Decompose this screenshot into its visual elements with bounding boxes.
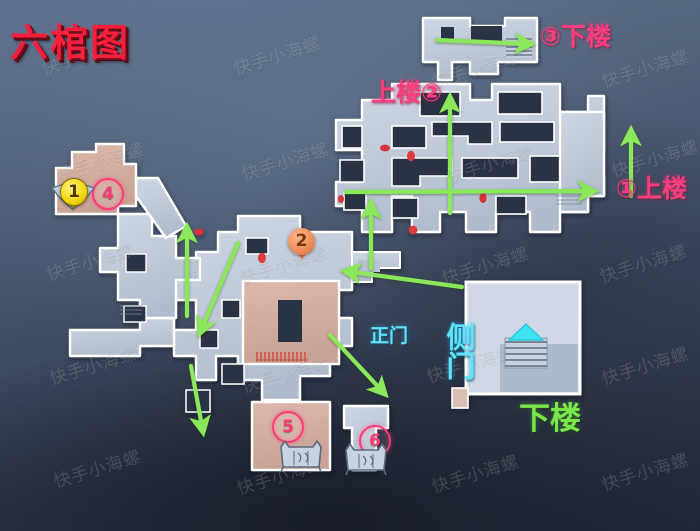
map-void-ne-13 <box>495 195 527 215</box>
marker-5[interactable]: 5 <box>272 411 304 443</box>
map-void-sw-5 <box>245 237 269 255</box>
marker-2[interactable]: 2 <box>288 228 315 255</box>
map-void-ne-9 <box>461 157 519 179</box>
map-void-sw-2 <box>221 363 245 385</box>
map-void-ne-2 <box>497 91 543 115</box>
map-void-ne-4 <box>391 125 427 149</box>
label-front-gate: 正门 <box>370 325 409 347</box>
coffin-6 <box>345 443 387 476</box>
arrow-diag-down-left <box>196 240 241 339</box>
map-void-sw-4 <box>221 299 241 319</box>
map-void-ne-10 <box>529 155 565 183</box>
label-upstairs-1: ①上楼 <box>616 174 688 203</box>
label-upstairs-3: ③下楼 <box>540 22 612 51</box>
arrow-side-gate-in <box>339 262 465 290</box>
page-title: 六棺图 <box>10 21 131 65</box>
label-downstairs: 下楼 <box>519 401 581 437</box>
arrow-top-right <box>434 32 537 55</box>
stairs-downstairs <box>504 323 548 369</box>
map-region-west-corridor <box>68 316 176 358</box>
map-void-upper-b <box>441 27 454 39</box>
map-void-ne-5 <box>431 121 493 145</box>
map-connector-northwest <box>134 176 188 240</box>
label-side-gate: 侧门 <box>442 322 476 380</box>
map-hall-door <box>451 387 469 409</box>
map-void-ne-3 <box>341 125 363 149</box>
arrow-gate-diag <box>327 332 389 398</box>
arrow-left-down <box>188 363 211 438</box>
marker-1[interactable]: 1 <box>60 178 88 206</box>
map-void-west-2 <box>125 253 147 273</box>
map-void-ne-7 <box>339 159 365 183</box>
coffin-5 <box>280 440 322 473</box>
map-void-ne-12 <box>391 197 419 219</box>
map-courtyard-void <box>278 300 302 342</box>
map-fence-hatch <box>256 352 308 362</box>
map-void-upper-a <box>471 26 502 42</box>
map-pickup-dots <box>194 144 487 264</box>
label-upstairs-2: 上楼② <box>371 78 443 107</box>
marker-4[interactable]: 4 <box>92 178 124 210</box>
arrow-east-long <box>343 180 600 202</box>
map-void-ne-6 <box>499 121 555 143</box>
